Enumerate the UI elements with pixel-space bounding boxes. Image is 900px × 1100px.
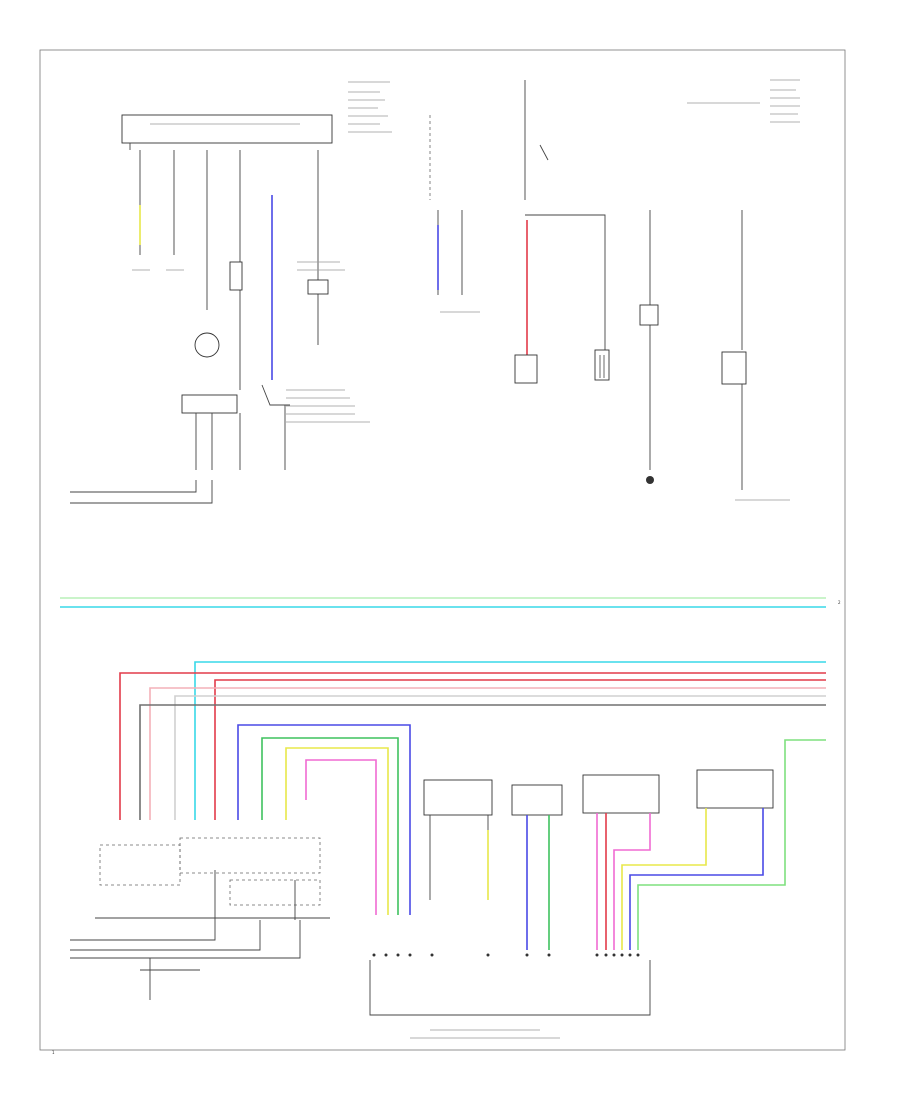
red-wire-lower-2 (214, 679, 826, 820)
page-number-label: 1 (52, 1050, 55, 1055)
green-wire-lower (261, 737, 399, 915)
upper-middle-section (429, 79, 800, 501)
module-box-1 (423, 779, 493, 816)
ground-point-circle (194, 332, 220, 358)
module-box-2 (511, 784, 563, 816)
diagram-frame (39, 49, 846, 1051)
light-green-wire (637, 739, 826, 950)
module-box-4 (696, 769, 774, 809)
yellow-wire-lower (285, 747, 389, 915)
combination-meter-section (70, 81, 392, 504)
connector-dots (372, 953, 640, 957)
red-wire-lower-1 (119, 672, 826, 820)
pink-wire-lower (305, 759, 377, 915)
lower-right-modules (369, 739, 826, 1039)
page-ref-right: 2 (838, 600, 841, 605)
bus-lines (60, 597, 826, 608)
lower-wiring (70, 661, 826, 1000)
module-box-3 (582, 774, 660, 814)
blue-wire-lower (237, 724, 411, 915)
gray-wire-lower (139, 704, 826, 820)
combination-meter-box (121, 114, 333, 144)
cyan-wire-lower (194, 661, 826, 820)
sensor-box (721, 351, 747, 385)
